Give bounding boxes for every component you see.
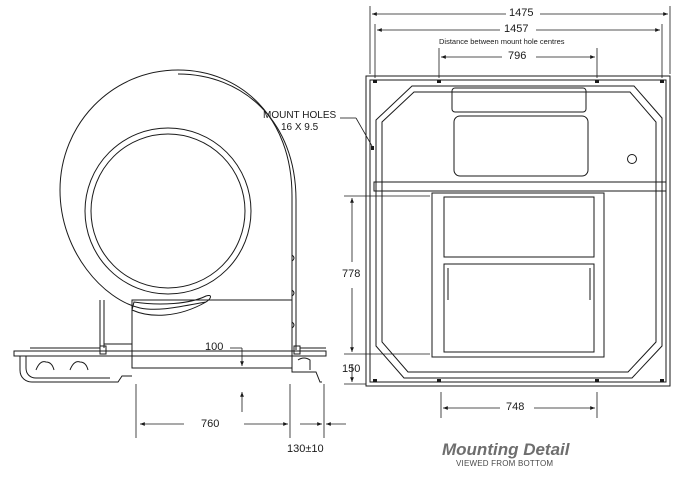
dim-mount-hole-spacing: 1457: [504, 23, 529, 35]
duct-opening: [431, 192, 605, 358]
mount-hole-markers: [371, 80, 664, 382]
bottom-dimensions: [340, 6, 671, 418]
dim-overall-width: 1475: [509, 7, 534, 19]
crossbar: [373, 181, 667, 192]
dim-bottom-offset: 150: [342, 363, 361, 375]
mount-holes-label: MOUNT HOLES: [263, 110, 337, 121]
mount-holes-spec: 16 X 9.5: [280, 122, 319, 133]
blower-base-block: [131, 299, 293, 369]
outer-frame: [365, 75, 671, 387]
dim-side-clearance: 130±10: [287, 443, 324, 455]
dim-opening-width: 748: [506, 401, 525, 413]
dim-mount-hole-note: Distance between mount hole centres: [439, 37, 565, 46]
dim-side-width: 760: [201, 418, 220, 430]
dim-opening-height: 778: [342, 268, 361, 280]
blower-housing: [59, 69, 293, 350]
top-recess-2: [453, 115, 589, 177]
side-dimensions: [135, 347, 346, 438]
dim-side-depth: 100: [205, 341, 224, 353]
drawing-title: Mounting Detail: [442, 440, 570, 459]
outlet-lip: [131, 295, 211, 316]
top-recess-1: [451, 87, 587, 113]
inner-frame: [369, 79, 667, 383]
blower-wheel-inner: [90, 133, 246, 289]
mounting-rail: [13, 350, 327, 357]
drawing-subtitle: VIEWED FROM BOTTOM: [456, 459, 554, 468]
mount-holes-callout: MOUNT HOLES 16 X 9.5: [263, 110, 336, 134]
dim-inner-top-span: 796: [508, 50, 527, 62]
bottom-view: [365, 75, 671, 387]
blower-wheel-outer: [84, 127, 252, 295]
access-hole: [627, 154, 637, 164]
side-view: [13, 69, 327, 383]
blower-housing-inner: [177, 73, 297, 350]
